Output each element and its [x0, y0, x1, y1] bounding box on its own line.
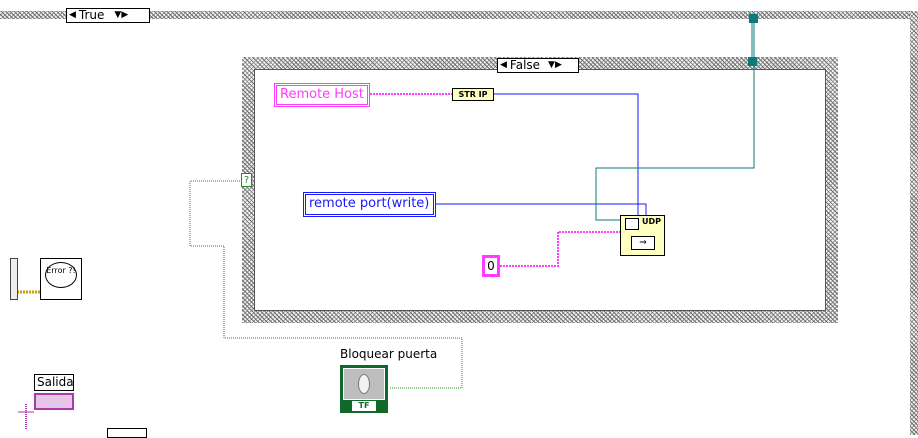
- salida-label: Salida: [37, 375, 74, 389]
- inner-case-selector[interactable]: ◀ False ▼ ▶: [497, 58, 579, 73]
- toggle-switch-icon[interactable]: [343, 368, 385, 400]
- udp-node-label: UDP: [642, 217, 661, 226]
- left-terminal: [10, 258, 18, 300]
- speech-bubble-icon: Error ?!: [45, 262, 77, 288]
- remote-host-label: Remote Host: [280, 87, 364, 102]
- salida-label-box: Salida: [34, 374, 74, 391]
- dropdown-arrow-icon[interactable]: ▼: [548, 60, 555, 70]
- outer-case-right-border: [910, 11, 918, 435]
- udp-write-node[interactable]: UDP ⇒: [620, 215, 665, 256]
- remote-port-label: remote port(write): [309, 196, 430, 211]
- string-to-ip-node[interactable]: STR IP: [452, 88, 494, 101]
- outer-case-selector[interactable]: ◀ True ▼ ▶: [66, 8, 150, 23]
- numeric-wire: [436, 203, 647, 216]
- write-arrow-icon: ⇒: [631, 236, 655, 250]
- partial-node: [107, 428, 147, 438]
- case-selector-terminal[interactable]: ?: [241, 173, 252, 187]
- zero-constant[interactable]: 0: [482, 255, 500, 277]
- refnum-wire: [595, 18, 755, 221]
- decrement-arrow-icon[interactable]: ◀: [69, 10, 76, 20]
- string-wire: [500, 231, 620, 267]
- numeric-wire: [494, 93, 639, 216]
- increment-arrow-icon[interactable]: ▶: [121, 10, 129, 20]
- outer-case-selector-value: True: [78, 8, 105, 22]
- network-icon: [625, 218, 639, 230]
- tf-badge: TF: [352, 401, 376, 411]
- outer-case-top-border: [0, 11, 918, 19]
- increment-arrow-icon[interactable]: ▶: [554, 60, 562, 70]
- boolean-control[interactable]: TF: [340, 365, 388, 413]
- inner-case-interior: [254, 69, 826, 311]
- remote-port-control[interactable]: remote port(write): [303, 192, 436, 217]
- dropdown-arrow-icon[interactable]: ▼: [114, 10, 122, 20]
- tunnel: [749, 14, 758, 23]
- remote-host-control[interactable]: Remote Host: [274, 83, 370, 107]
- bool-wire: [189, 180, 463, 389]
- inner-case-selector-value: False: [509, 58, 541, 72]
- salida-indicator[interactable]: [34, 393, 74, 410]
- decrement-arrow-icon[interactable]: ◀: [500, 60, 507, 70]
- error-handler-node[interactable]: Error ?!: [40, 258, 82, 300]
- tunnel: [748, 57, 757, 66]
- bloquear-puerta-label: Bloquear puerta: [340, 347, 438, 361]
